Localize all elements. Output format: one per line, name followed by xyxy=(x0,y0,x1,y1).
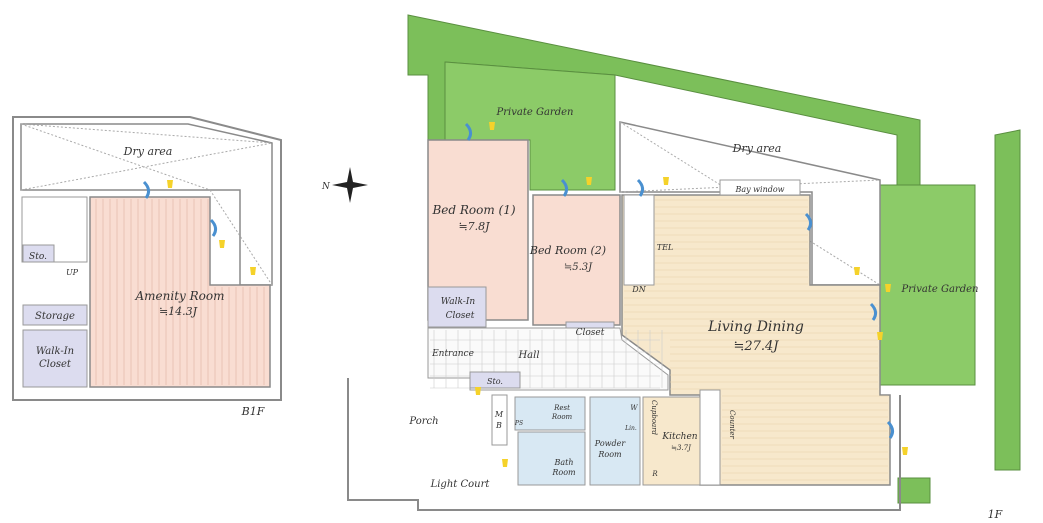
entrance-sto-label: Sto. xyxy=(487,377,503,386)
powder-room-label-2: Room xyxy=(597,450,622,459)
bay-window-label: Bay window xyxy=(734,185,784,194)
bedroom-1-label: Bed Room (1) xyxy=(431,203,515,217)
powder-room-label-1: Powder xyxy=(594,439,627,448)
light-marker-icon xyxy=(854,267,860,275)
living-floor-lines xyxy=(624,199,888,481)
light-marker-icon xyxy=(475,387,481,395)
porch-label: Porch xyxy=(408,416,438,427)
bedroom-1-size: ≒7.8J xyxy=(458,220,490,233)
linen-label: Lin. xyxy=(624,425,637,432)
rest-room xyxy=(514,396,586,431)
b1f-walk-in-label-1: Walk-In xyxy=(36,346,74,357)
living-dining-label: Living Dining xyxy=(707,319,804,335)
airflow-marker-icon xyxy=(209,218,218,237)
powder-room xyxy=(589,396,641,486)
light-marker-icon xyxy=(502,459,508,467)
stairs-1f xyxy=(623,194,655,286)
washer-label: W xyxy=(630,404,638,412)
garden-strip-right xyxy=(994,129,1021,471)
f1-plan: Private Garden Private Garden Dry area B… xyxy=(347,14,1021,521)
light-marker-icon xyxy=(489,122,495,130)
hall-tiles xyxy=(430,330,663,389)
entrance-label: Entrance xyxy=(431,349,474,359)
light-marker-icon xyxy=(902,447,908,455)
rest-room-label-2: Room xyxy=(551,413,573,421)
entrance-sto xyxy=(469,371,521,389)
light-marker-icon xyxy=(586,177,592,185)
b1f-walk-in-label-2: Closet xyxy=(39,359,72,370)
mb-label-1: M xyxy=(494,410,504,419)
mb-shaft xyxy=(491,394,508,446)
airflow-marker-icon xyxy=(804,212,813,231)
cupboard-label: Cupboard xyxy=(650,400,658,436)
f1-floor-label: 1F xyxy=(988,508,1003,521)
bath-room-label-2: Room xyxy=(551,468,576,477)
mb-label-2: B xyxy=(495,421,502,430)
b1f-floor-label: B1F xyxy=(241,405,265,418)
kitchen-label: Kitchen xyxy=(661,432,697,442)
private-garden-top-label: Private Garden xyxy=(496,107,574,118)
counter-label: Counter xyxy=(728,410,736,440)
light-marker-icon xyxy=(885,284,891,292)
b1f-walk-in-closet xyxy=(22,329,88,388)
light-marker-icon xyxy=(167,180,173,188)
b1f-storage xyxy=(22,304,88,326)
bedroom-2-label: Bed Room (2) xyxy=(529,244,606,257)
bay-window xyxy=(719,179,801,196)
b1f-storage-label: Storage xyxy=(35,311,75,322)
b1f-sto xyxy=(22,244,55,263)
refrigerator-label: R xyxy=(651,470,658,478)
b1f-up-label: UP xyxy=(66,268,79,277)
rest-room-label-1: Rest xyxy=(553,404,570,412)
amenity-room-label: Amenity Room xyxy=(135,289,225,303)
light-marker-icon xyxy=(250,267,256,275)
b1f-dry-area-label: Dry area xyxy=(123,145,173,158)
hall-label: Hall xyxy=(517,350,539,361)
airflow-marker-icon xyxy=(560,178,569,197)
b1f-sto-label: Sto. xyxy=(29,252,47,262)
private-garden-right-label: Private Garden xyxy=(901,284,979,295)
b1f-plan: Dry area Amenity Room ≒14.3J Sto. UP Sto… xyxy=(12,116,282,418)
ventilation-markers xyxy=(142,122,908,467)
walk-in-label-1: Walk-In xyxy=(441,297,476,307)
living-dining-size: ≒27.4J xyxy=(733,339,779,354)
light-marker-icon xyxy=(877,332,883,340)
airflow-marker-icon xyxy=(886,420,895,439)
airflow-marker-icon xyxy=(464,122,473,141)
f1-outer-wall xyxy=(347,378,901,511)
light-court-label: Light Court xyxy=(430,479,491,490)
counter xyxy=(699,389,721,486)
compass-north-label: N xyxy=(321,182,331,192)
garden-corner xyxy=(897,477,931,504)
light-marker-icon xyxy=(219,240,225,248)
compass: N xyxy=(321,167,368,203)
tel-label: TEL xyxy=(657,243,674,252)
walk-in-label-2: Closet xyxy=(446,311,475,321)
closet-label: Closet xyxy=(576,328,605,338)
bedroom-2-size: ≒5.3J xyxy=(564,262,593,273)
light-marker-icon xyxy=(663,177,669,185)
amenity-floor-lines xyxy=(95,199,265,385)
compass-star-icon xyxy=(332,167,368,203)
bedroom-2 xyxy=(532,194,621,326)
dn-label: DN xyxy=(631,285,646,294)
kitchen-size: ≒3.7J xyxy=(671,444,692,452)
bath-room-label-1: Bath xyxy=(553,458,573,467)
amenity-size-label: ≒14.3J xyxy=(159,305,198,318)
walk-in-closet xyxy=(427,286,487,328)
airflow-marker-icon xyxy=(142,180,151,199)
ps-label: PS xyxy=(514,420,523,427)
airflow-marker-icon xyxy=(636,178,645,197)
f1-dry-area-label: Dry area xyxy=(732,142,782,155)
bath-room xyxy=(517,431,586,486)
airflow-marker-icon xyxy=(869,302,878,321)
